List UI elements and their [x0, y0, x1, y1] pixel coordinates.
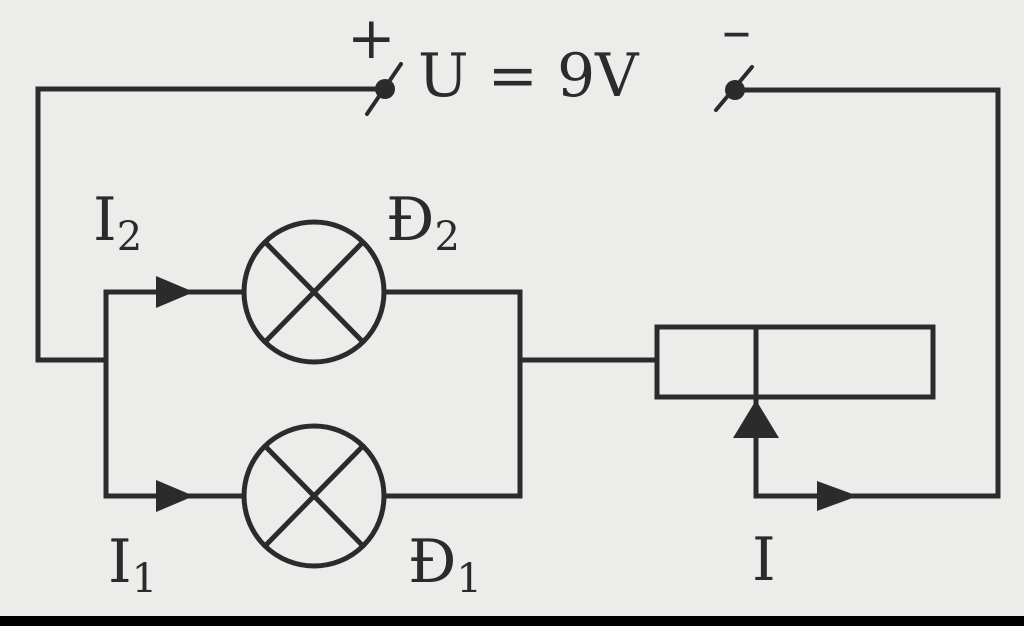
source-voltage-label: U = 9V — [418, 41, 640, 111]
current-i-label: I — [752, 525, 776, 595]
wire-top-left — [35, 86, 388, 363]
rheostat-body — [654, 324, 936, 400]
wire-top-right — [732, 87, 1001, 499]
terminal-negative — [714, 65, 754, 112]
current-i1-label: I1 — [108, 527, 157, 602]
lamp-d2-symbol — [241, 219, 387, 365]
lamp-d2-label: Đ2 — [386, 185, 460, 260]
arrow-i1 — [156, 480, 194, 512]
arrow-slider — [733, 400, 779, 438]
lamp-d1-label: Đ1 — [408, 527, 482, 602]
wire-branch-top-right — [381, 289, 523, 499]
arrow-i2 — [156, 276, 194, 308]
source-plus-sign: + — [347, 4, 396, 72]
lamp-d1-symbol — [241, 423, 387, 569]
arrow-i — [817, 481, 858, 511]
current-i2-label: I2 — [93, 185, 142, 260]
source-minus-sign: – — [722, 0, 751, 64]
terminal-positive — [365, 62, 403, 116]
